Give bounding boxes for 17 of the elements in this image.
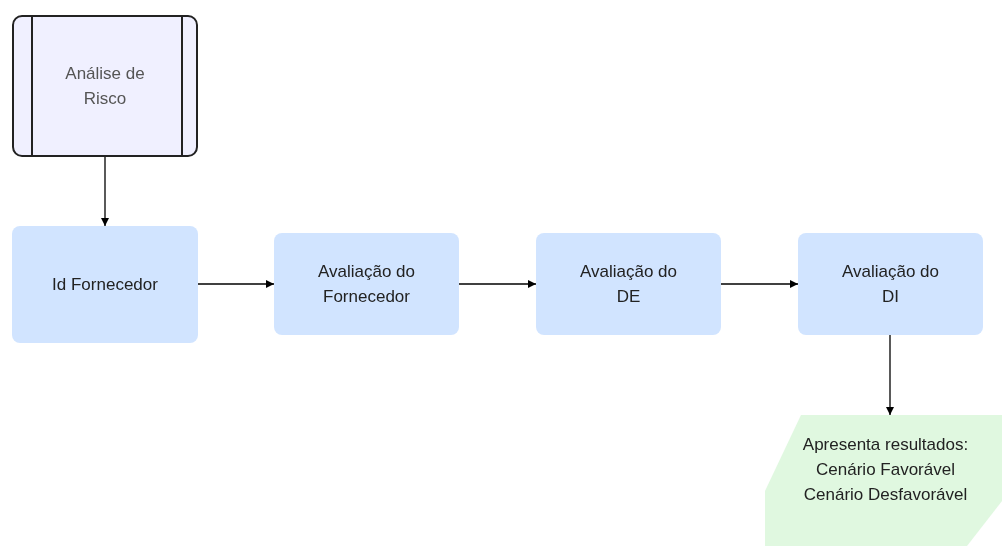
process-box (274, 233, 459, 335)
arrow (886, 334, 894, 416)
subprocess-box (12, 15, 198, 157)
arrow (458, 280, 537, 288)
node-label: Análise de Risco (64, 63, 146, 110)
process-box (536, 233, 721, 335)
arrow (720, 280, 799, 288)
node-label: Id Fornecedor (52, 274, 158, 296)
node-label: Avaliação do Fornecedor (316, 261, 416, 308)
node-label: Avaliação do DI (840, 261, 940, 308)
arrow (101, 156, 109, 227)
process-box (798, 233, 983, 335)
process-box (12, 226, 198, 343)
node-label: Avaliação do DE (578, 261, 678, 308)
data-parallelogram (765, 415, 1002, 546)
node-label: Apresenta resultados: Cenário Favorável Cenário Desfavorável (801, 434, 970, 506)
arrow (197, 280, 275, 288)
